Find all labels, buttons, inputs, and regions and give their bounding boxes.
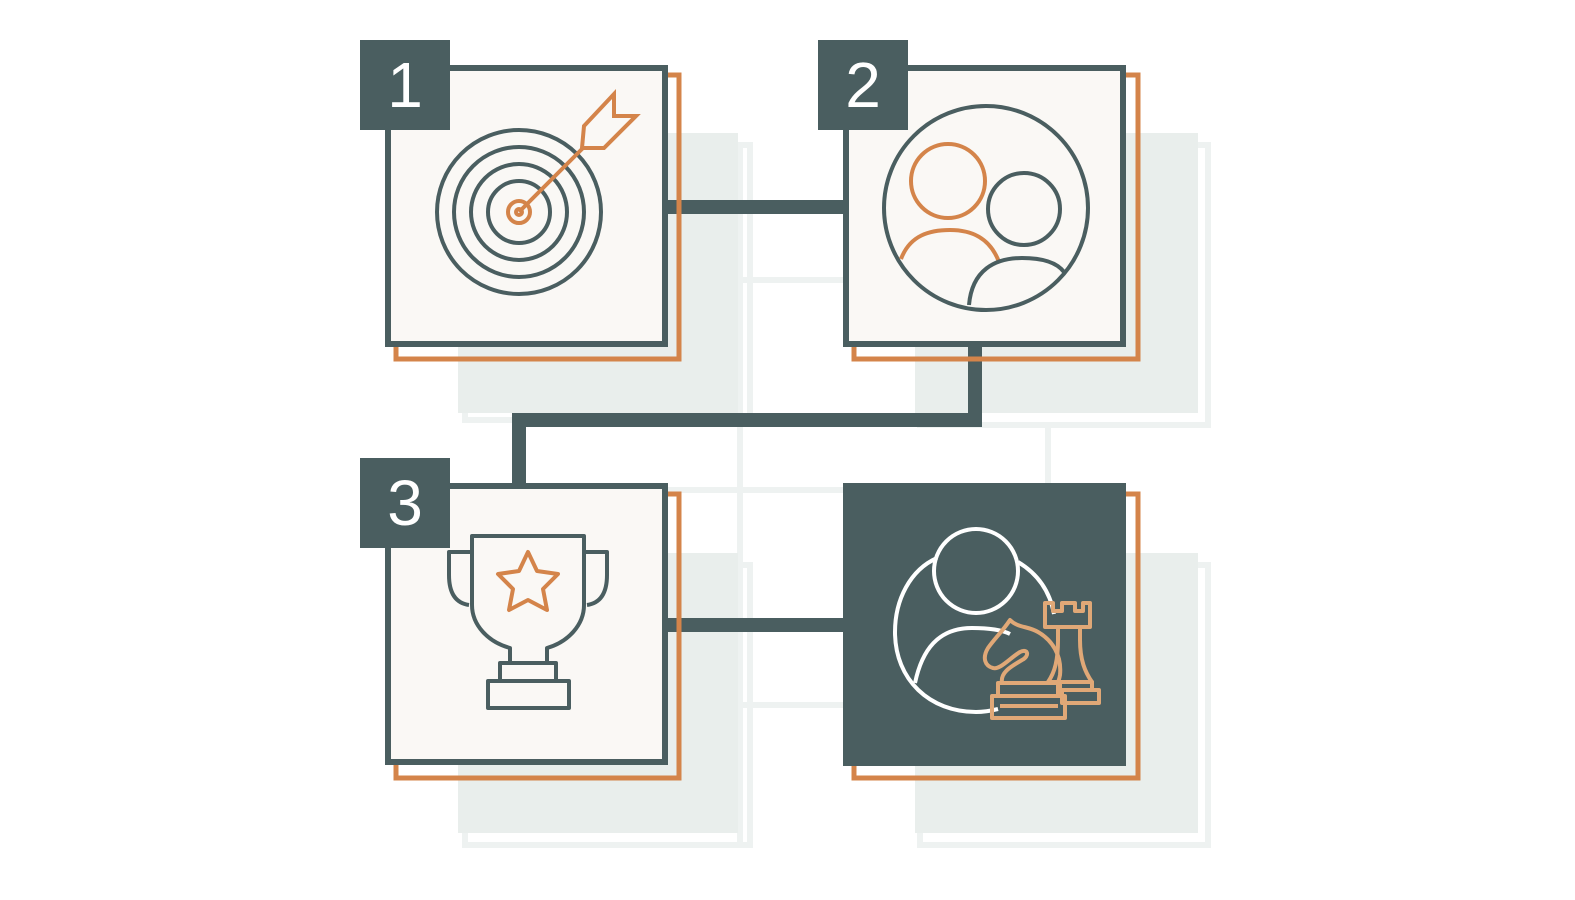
step-number-1: 1 (387, 49, 423, 121)
step-card-2 (818, 40, 1141, 362)
trophy-star-icon (447, 534, 609, 710)
step-number-badge (818, 40, 908, 130)
connector-lines (512, 200, 982, 632)
step-card-3 (360, 458, 682, 781)
card-frame-dark (843, 483, 1126, 766)
step-card-4 (843, 483, 1141, 781)
two-people-icon (882, 104, 1090, 312)
step-number-3: 3 (387, 467, 423, 539)
person-chess-strategy-icon (893, 527, 1101, 720)
step-card-1 (360, 40, 682, 362)
connector-2-3 (512, 345, 982, 487)
step-number-badge (360, 458, 450, 548)
target-arrow-icon (435, 88, 641, 296)
step-number-badge (360, 40, 450, 130)
step-number-2: 2 (845, 49, 881, 121)
